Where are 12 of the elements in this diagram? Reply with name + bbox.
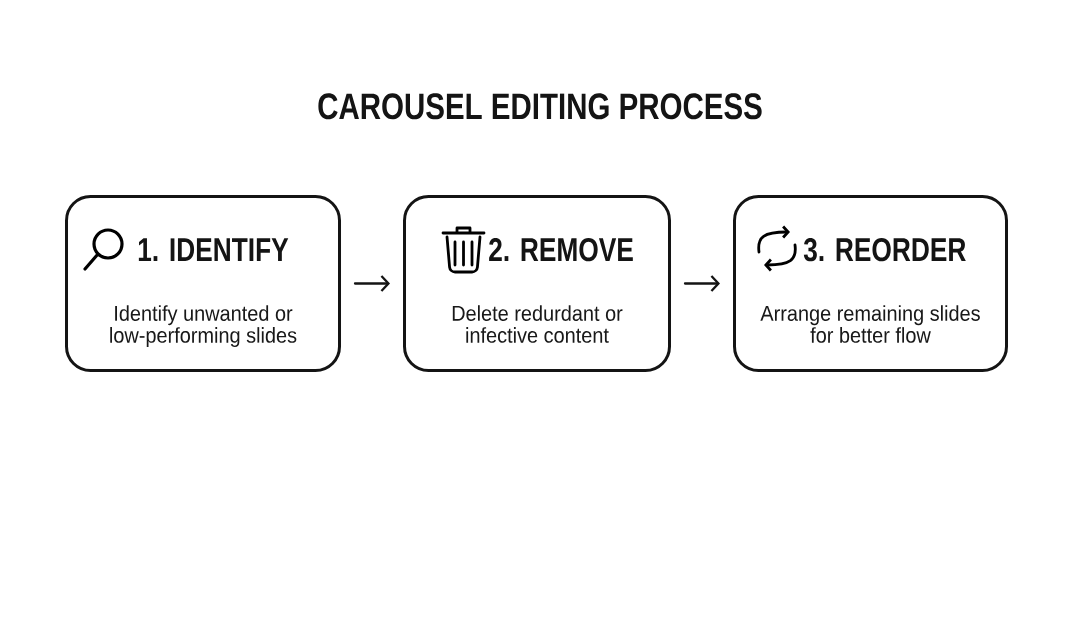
- arrow: [683, 275, 720, 292]
- process-box: [733, 195, 1008, 372]
- process-box: [403, 195, 671, 372]
- step-description: Delete redurdant or infective content: [452, 305, 623, 343]
- process-box: [65, 195, 341, 372]
- step-description: Arrange remaining slides for better flow: [760, 305, 980, 343]
- step-title: 1. IDENTIFY: [138, 238, 289, 261]
- step-description: Identify unwanted or low-performing slides: [110, 305, 297, 348]
- step-title: 2. REMOVE: [489, 238, 633, 262]
- arrow: [353, 275, 390, 292]
- step-title: 3. REORDER: [803, 238, 966, 262]
- title: CAROUSEL EDITING PROCESS: [318, 93, 762, 120]
